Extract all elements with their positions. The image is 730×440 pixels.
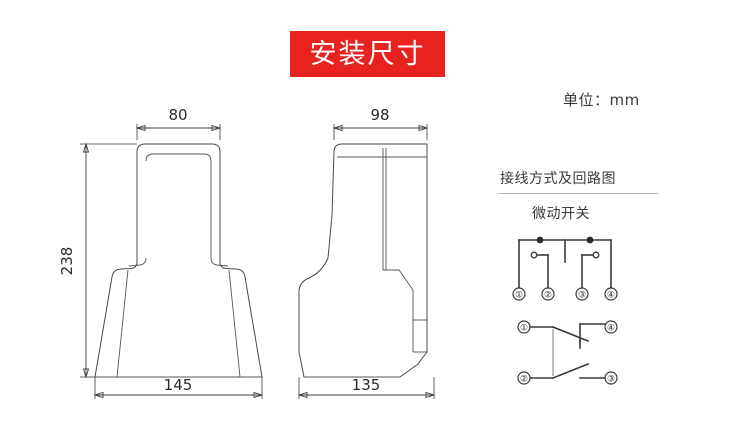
nc-blade xyxy=(551,325,590,343)
contact-terminal-label-2: ② xyxy=(520,374,528,384)
side-view-right-step xyxy=(383,269,414,352)
contact-terminal-label-4: ④ xyxy=(607,323,615,333)
front-view-outline xyxy=(94,143,263,378)
front-dim-80: 80 xyxy=(135,106,222,140)
page-title-banner: 安装尺寸 xyxy=(290,31,445,77)
contact-terminal-label-1: ① xyxy=(520,323,528,333)
front-dim-238: 238 xyxy=(58,142,137,379)
bus-junction-dot-left xyxy=(536,236,544,244)
front-view-neck-inner-left xyxy=(128,257,147,267)
page-title: 安装尺寸 xyxy=(309,38,426,70)
side-view-outline xyxy=(298,143,428,378)
side-dim-135: 135 xyxy=(297,376,436,399)
front-dim-238-text: 238 xyxy=(58,247,76,276)
contact-terminal-ring-4 xyxy=(604,320,618,334)
front-dim-145: 145 xyxy=(93,376,264,399)
open-contact-node-2 xyxy=(530,251,538,259)
front-view-neck-inner xyxy=(145,153,229,267)
unit-label: 单位：mm xyxy=(563,91,640,109)
terminal-label-4: ④ xyxy=(607,290,615,300)
contact-terminal-label-3: ③ xyxy=(607,374,615,384)
terminal-ring-2 xyxy=(541,287,555,301)
side-view-group xyxy=(298,143,428,378)
micro-switch-label: 微动开关 xyxy=(532,206,590,222)
terminal-ring-4 xyxy=(604,287,618,301)
bus-junction-dot-right xyxy=(586,236,594,244)
side-dim-98: 98 xyxy=(332,106,429,140)
terminal-label-3: ③ xyxy=(578,290,586,300)
side-dim-135-text: 135 xyxy=(352,376,381,394)
circuit-terminal-diagram: ① ② ③ ④ xyxy=(512,236,618,301)
terminal-label-2: ② xyxy=(544,290,552,300)
front-view-base-left-fold xyxy=(116,269,129,378)
terminal-label-1: ① xyxy=(515,290,523,300)
wiring-heading-divider xyxy=(498,193,658,194)
front-dim-145-text: 145 xyxy=(164,376,193,394)
open-contact-node-3 xyxy=(592,251,600,259)
front-view-base-right-fold xyxy=(228,269,241,378)
wiring-diagram-heading: 接线方式及回路图 xyxy=(500,171,616,187)
front-dim-80-text: 80 xyxy=(168,106,187,124)
front-view-group xyxy=(94,143,263,378)
terminal-ring-3 xyxy=(575,287,589,301)
side-dim-98-text: 98 xyxy=(370,106,389,124)
no-blade xyxy=(551,362,590,380)
circuit-contact-schematic: ① ④ ② ③ xyxy=(517,320,618,385)
terminal-ring-1 xyxy=(512,287,526,301)
